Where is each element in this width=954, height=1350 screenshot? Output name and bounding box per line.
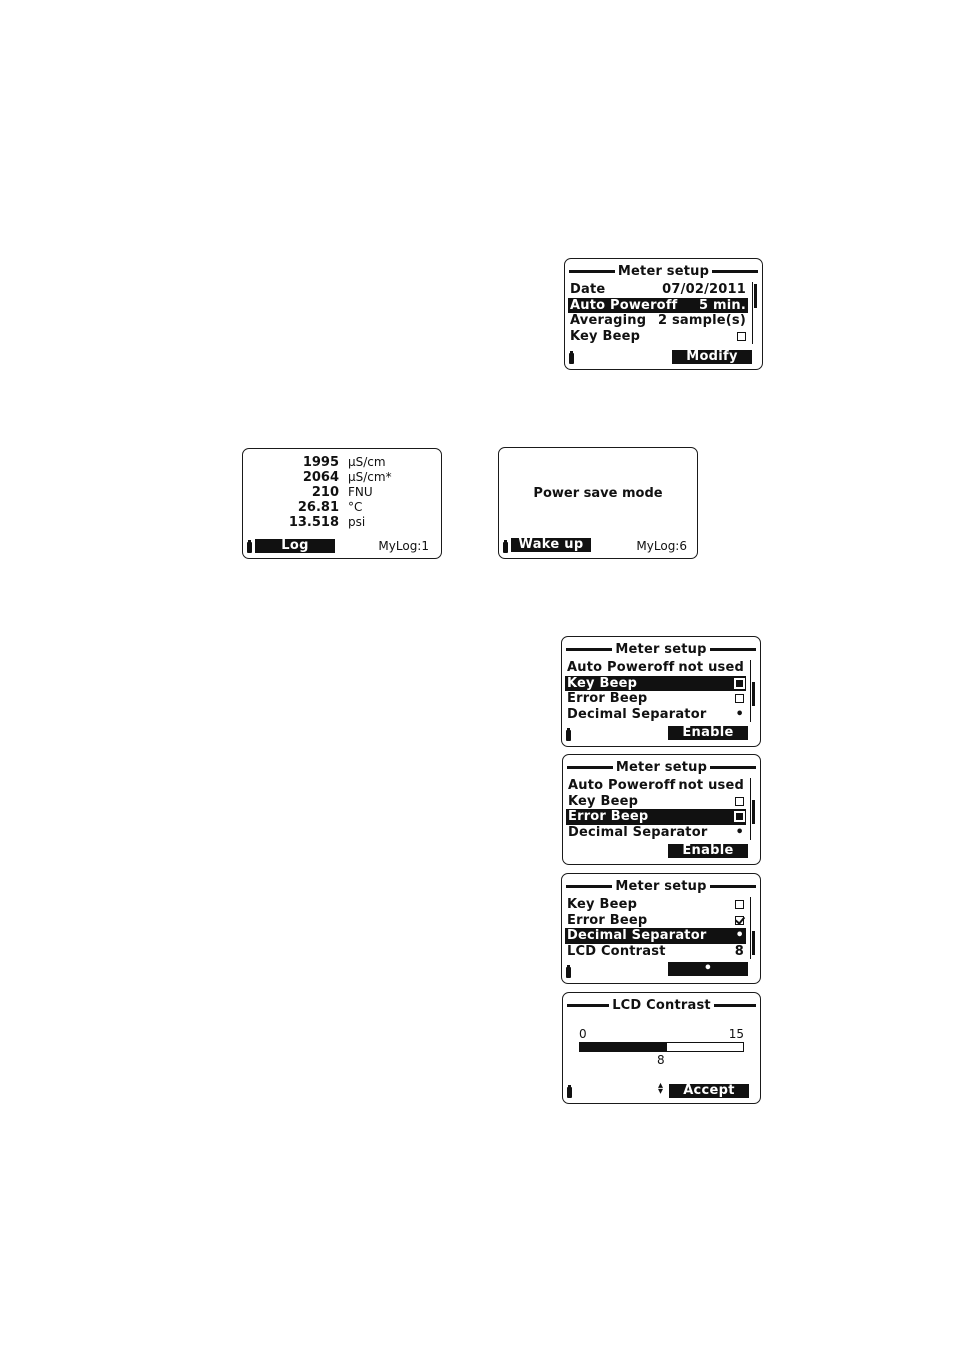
setting-row-decimal-separator[interactable]: Decimal Separator•	[565, 928, 746, 944]
up-down-arrows-icon: ▴▾	[658, 1080, 664, 1097]
scrollbar[interactable]	[750, 660, 756, 722]
meter-setup-screen-4: Meter setup Key Beep Error Beep Decimal …	[561, 873, 761, 984]
contrast-max-label: 15	[728, 1027, 744, 1041]
battery-icon	[569, 351, 574, 364]
screen-title: Meter setup	[615, 759, 708, 775]
battery-icon	[566, 965, 571, 978]
setting-row-decimal-separator[interactable]: Decimal Separator•	[567, 706, 744, 722]
screen-header: Meter setup	[569, 263, 759, 279]
scrollbar[interactable]	[752, 282, 758, 344]
softkey-log[interactable]: Log	[255, 539, 335, 553]
setting-row-error-beep[interactable]: Error Beep	[565, 913, 746, 929]
screen-title: Meter setup	[615, 878, 707, 894]
battery-icon	[567, 1085, 572, 1098]
checkbox-icon[interactable]	[737, 331, 746, 341]
contrast-slider[interactable]	[579, 1042, 744, 1052]
softkey-enable[interactable]: Enable	[668, 844, 748, 858]
checkbox-icon[interactable]	[734, 811, 745, 823]
checkbox-icon[interactable]	[735, 900, 744, 910]
softkey-modify[interactable]: Modify	[672, 350, 752, 364]
setting-row-key-beep[interactable]: Key Beep	[565, 897, 746, 913]
setting-row-error-beep[interactable]: Error Beep	[566, 809, 746, 825]
contrast-level-fill	[580, 1043, 667, 1051]
softkey-wake-up[interactable]: Wake up	[511, 538, 591, 552]
log-status: MyLog:1	[378, 539, 429, 553]
contrast-min-label: 0	[579, 1027, 587, 1041]
softkey-separator[interactable]: •	[668, 962, 748, 976]
setup-list: Key Beep Error Beep Decimal Separator• L…	[565, 897, 746, 959]
power-save-screen: Power save mode Wake up MyLog:6	[498, 447, 698, 559]
softkey-enable[interactable]: Enable	[668, 726, 748, 740]
checkbox-checked-icon[interactable]	[735, 915, 744, 925]
reading-row: 26.81°C	[297, 500, 363, 515]
scrollbar[interactable]	[750, 778, 756, 840]
setting-row-key-beep[interactable]: Key Beep	[568, 329, 748, 345]
contrast-current-value: 8	[657, 1053, 665, 1067]
lcd-contrast-screen: LCD Contrast 0 15 8 ▴▾ Accept	[562, 992, 761, 1104]
battery-icon	[566, 728, 571, 741]
screen-header: Meter setup	[566, 878, 757, 894]
setting-row-key-beep[interactable]: Key Beep	[565, 675, 746, 691]
screen-title: Meter setup	[615, 641, 707, 657]
setting-row-decimal-separator[interactable]: Decimal Separator•	[568, 824, 744, 840]
checkbox-icon[interactable]	[734, 677, 745, 689]
setting-row-key-beep[interactable]: Key Beep	[566, 794, 746, 810]
softkey-accept[interactable]: Accept	[669, 1084, 749, 1098]
screen-title: Meter setup	[617, 263, 710, 279]
battery-icon	[503, 540, 508, 553]
checkbox-icon[interactable]	[735, 694, 744, 704]
battery-icon	[247, 540, 252, 553]
setting-row-error-beep[interactable]: Error Beep	[565, 691, 746, 707]
power-save-message: Power save mode	[533, 486, 663, 501]
checkbox-icon[interactable]	[735, 796, 744, 806]
scrollbar[interactable]	[750, 897, 756, 959]
screen-header: Meter setup	[567, 759, 757, 775]
screen-title: LCD Contrast	[612, 997, 711, 1013]
screen-header: Meter setup	[566, 641, 757, 657]
log-status: MyLog:6	[636, 539, 687, 553]
screen-header: LCD Contrast	[567, 997, 756, 1013]
